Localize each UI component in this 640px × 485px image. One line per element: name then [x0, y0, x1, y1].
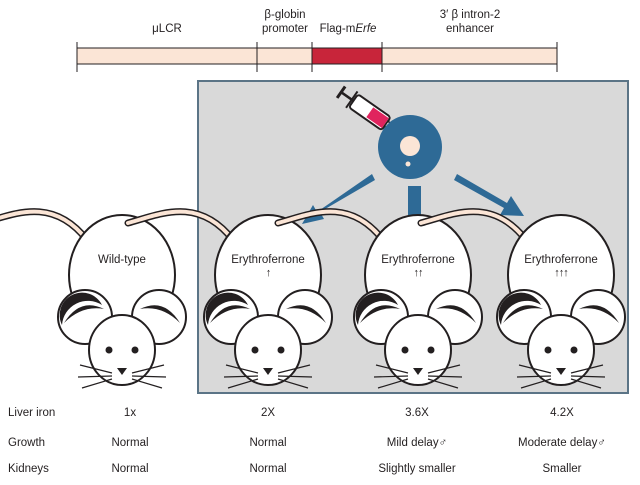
- mouse-wild-type: [0, 212, 186, 388]
- table-cell: Slightly smaller: [378, 463, 456, 475]
- construct-label-ulcr: μLCR: [152, 23, 182, 35]
- row-label-liver-iron: Liver iron: [8, 407, 56, 419]
- table-cell: Moderate delay♂: [518, 437, 606, 449]
- table-cell: 3.6X: [405, 407, 429, 419]
- construct-label-promoter: β-globin promoter: [261, 9, 309, 35]
- table-cell: 4.2X: [550, 407, 574, 419]
- table-cell: 1x: [123, 407, 137, 419]
- table-cell: Normal: [249, 437, 287, 449]
- gene-construct: [76, 42, 558, 72]
- fertilized-egg-icon: [378, 115, 442, 179]
- row-label-growth: Growth: [8, 437, 46, 449]
- erfe-level-arrows: ↑↑: [413, 267, 424, 279]
- table-cell: 2X: [260, 407, 276, 419]
- mouse-label: Erythroferrone: [381, 254, 455, 266]
- table-cell: Normal: [111, 463, 149, 475]
- row-label-kidneys: Kidneys: [8, 463, 49, 475]
- table-cell: Normal: [111, 437, 149, 449]
- construct-label-erfe: Flag-mErfe: [319, 23, 377, 35]
- erfe-level-arrows: ↑: [265, 267, 272, 279]
- mouse-label: Wild-type: [98, 254, 146, 266]
- table-cell: Mild delay♂: [386, 437, 448, 449]
- construct-label-enhancer: 3′ β intron-2 enhancer: [439, 9, 501, 35]
- erfe-level-arrows: ↑↑↑: [554, 267, 569, 279]
- table-cell: Smaller: [542, 463, 582, 475]
- mouse-label: Erythroferrone: [231, 254, 305, 266]
- mouse-label: Erythroferrone: [524, 254, 598, 266]
- table-cell: Normal: [249, 463, 287, 475]
